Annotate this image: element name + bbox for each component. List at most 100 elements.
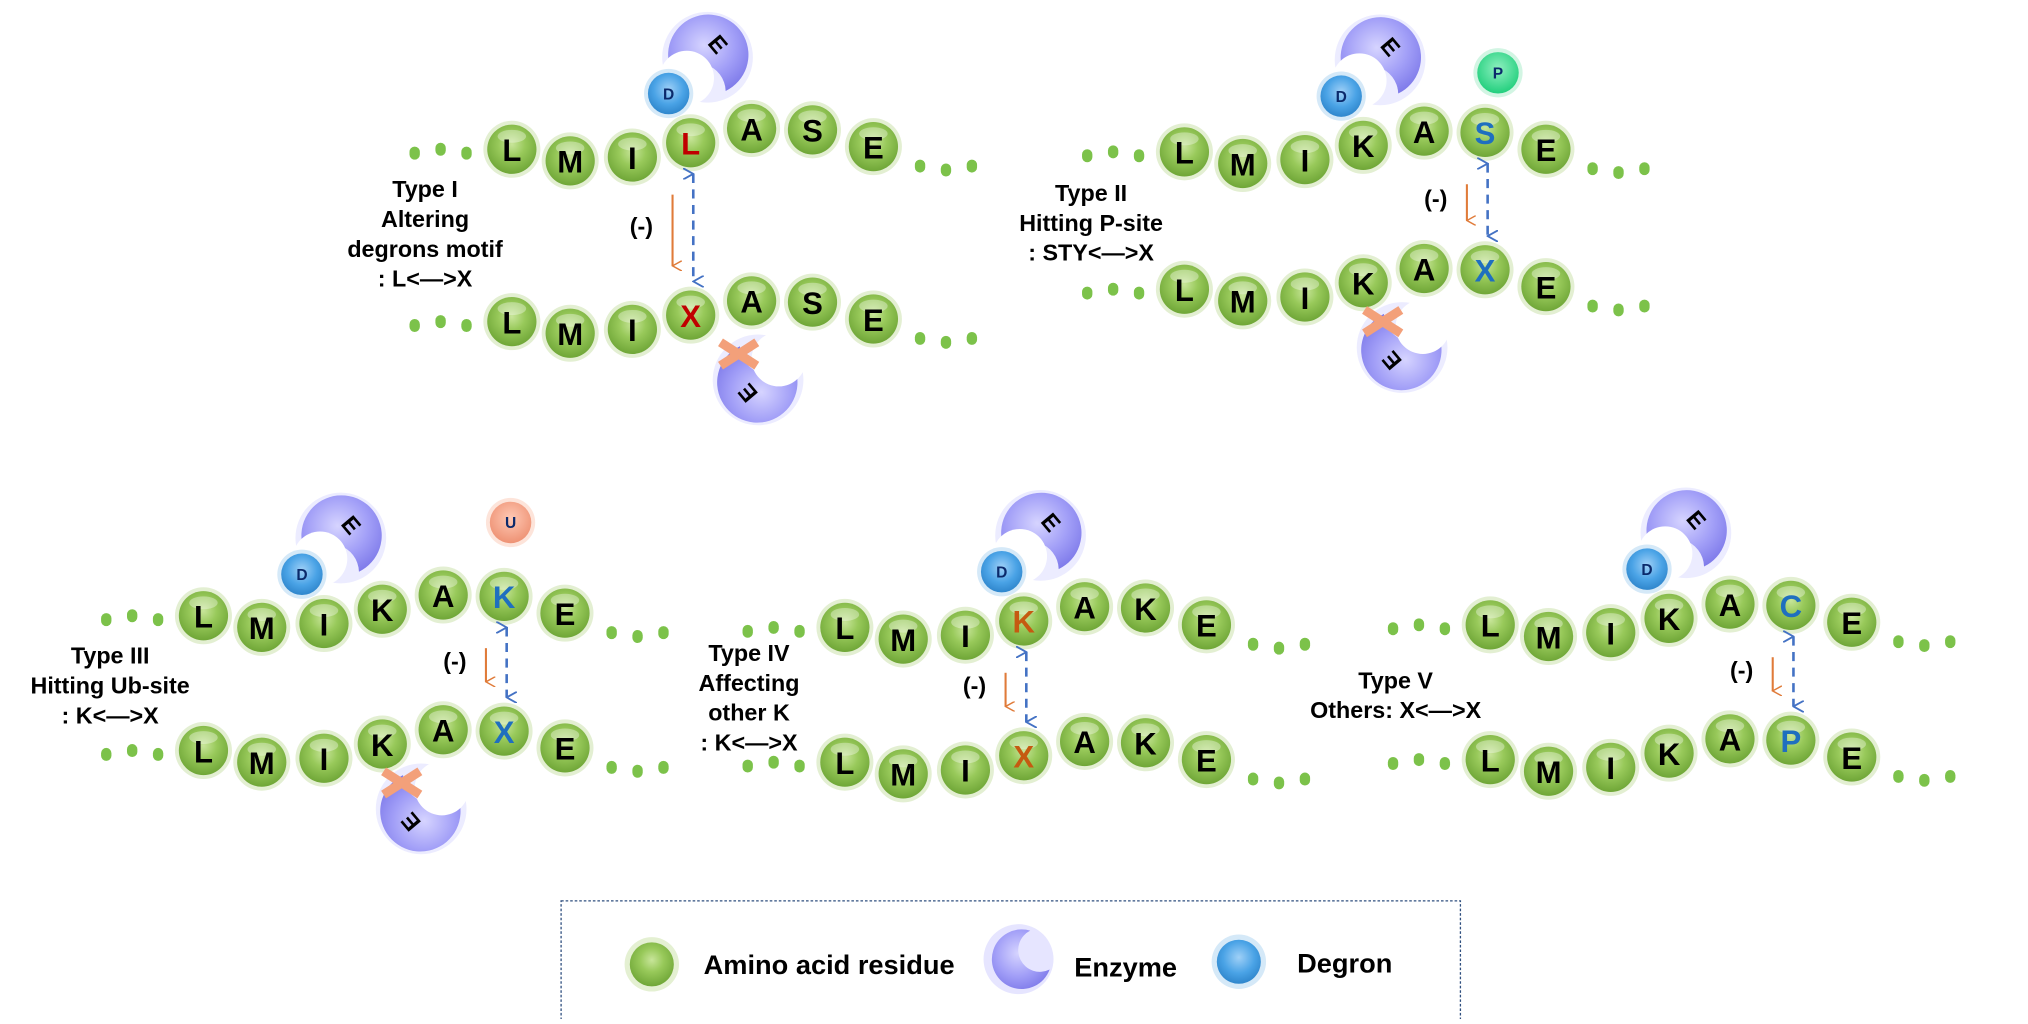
residue xyxy=(357,719,407,769)
residue-letter: I xyxy=(961,754,970,789)
residue-letter: A xyxy=(432,714,454,749)
residue-letter: L xyxy=(1175,273,1194,308)
residue-letter: S xyxy=(802,114,823,149)
residue-letter: I xyxy=(628,141,637,176)
residue-letter: K xyxy=(1352,129,1375,164)
residue-gloss xyxy=(676,295,705,309)
site-residue xyxy=(1460,107,1510,158)
residue-gloss xyxy=(888,619,918,633)
residue-gloss xyxy=(550,593,580,607)
site-residue xyxy=(1766,580,1816,631)
panel-title: Type III xyxy=(71,643,150,669)
residue-gloss xyxy=(1348,263,1378,277)
residue-gloss xyxy=(497,129,527,143)
ellipsis-dot xyxy=(409,319,420,332)
residue-letter: A xyxy=(1413,115,1435,150)
degron-label: D xyxy=(1336,89,1347,106)
residue-letter: K xyxy=(1658,602,1681,637)
residue-gloss xyxy=(1131,588,1160,602)
residue-gloss xyxy=(1228,281,1257,295)
residue xyxy=(237,602,287,653)
ellipsis-dot xyxy=(966,159,978,173)
ellipsis-dot xyxy=(1299,772,1311,786)
residue-letter: K xyxy=(1012,605,1035,640)
panel-description-line: Hitting Ub-site xyxy=(30,673,189,699)
ubiquitin-site xyxy=(489,501,532,544)
ellipsis-dot xyxy=(461,319,472,332)
residue-letter: K xyxy=(1134,592,1157,627)
site-residue xyxy=(1460,245,1510,295)
ellipsis-dot xyxy=(794,624,805,638)
site-residue xyxy=(479,706,529,756)
residue-gloss xyxy=(676,123,705,137)
residue-gloss xyxy=(428,710,458,724)
ellipsis-dot xyxy=(1945,769,1956,783)
residue-gloss xyxy=(1192,740,1221,754)
residue-letter: M xyxy=(249,611,275,646)
amino-acid-legend-core xyxy=(629,942,674,987)
residue-gloss xyxy=(1070,722,1099,735)
residue xyxy=(1399,243,1449,294)
residue-gloss xyxy=(1531,267,1561,281)
residue xyxy=(540,723,590,773)
residue xyxy=(726,276,777,326)
residue xyxy=(1521,124,1571,174)
residue-gloss xyxy=(951,615,980,629)
residue-letter: M xyxy=(249,746,275,781)
residue xyxy=(848,122,899,172)
residue xyxy=(1705,714,1755,764)
degron-label: D xyxy=(996,564,1007,581)
residue xyxy=(607,304,657,354)
residue-letter: S xyxy=(802,286,823,321)
residue xyxy=(178,725,229,776)
degron-label: D xyxy=(663,86,674,103)
residue xyxy=(1280,135,1330,185)
residue-gloss xyxy=(1596,613,1625,627)
residue-letter: A xyxy=(1073,590,1095,625)
residue-gloss xyxy=(1470,112,1500,126)
ellipsis-dot xyxy=(101,613,112,627)
residue-letter: M xyxy=(890,758,916,793)
residue-gloss xyxy=(368,724,397,738)
residue-letter: X xyxy=(680,299,701,334)
legend-label-enzyme: Enzyme xyxy=(1074,951,1177,982)
residue xyxy=(237,737,287,787)
residue-gloss xyxy=(1475,740,1505,754)
ellipsis-dot xyxy=(914,331,926,345)
enzyme-crescent-icon xyxy=(991,929,1050,990)
ellipsis-dot xyxy=(658,626,669,640)
residue-gloss xyxy=(951,750,980,764)
residue-gloss xyxy=(1170,269,1199,283)
residue-gloss xyxy=(368,589,397,603)
residue-gloss xyxy=(798,282,827,296)
residue-letter: E xyxy=(863,303,884,338)
panel-title: Type II xyxy=(1055,180,1127,206)
ellipsis-dot xyxy=(1299,637,1311,651)
residue-letter: A xyxy=(432,579,454,614)
residue-gloss xyxy=(489,576,519,590)
enzyme-crescent-icon xyxy=(1646,490,1727,567)
legend-item-enzyme: Enzyme xyxy=(983,924,1177,995)
residue-letter: M xyxy=(557,145,583,180)
residue-letter: X xyxy=(494,715,515,750)
residue-gloss xyxy=(859,299,888,313)
residue-gloss xyxy=(1776,720,1806,734)
residue-letter: L xyxy=(835,611,854,646)
ellipsis-dot xyxy=(409,146,420,160)
residue-letter: X xyxy=(1475,254,1496,289)
ellipsis-dot xyxy=(152,747,164,761)
residue-gloss xyxy=(189,731,218,745)
residue-letter: E xyxy=(1196,743,1217,778)
ellipsis-dot xyxy=(461,146,472,160)
degron xyxy=(980,550,1023,593)
ellipsis-dot xyxy=(1893,635,1904,649)
panel-description-line: : L<—>X xyxy=(378,266,473,292)
ellipsis-dot xyxy=(606,626,617,640)
residue-letter: E xyxy=(1536,133,1557,168)
inhibit-label: (-) xyxy=(1730,657,1753,683)
residue-gloss xyxy=(1409,111,1439,125)
enzyme-pocket xyxy=(751,331,807,387)
